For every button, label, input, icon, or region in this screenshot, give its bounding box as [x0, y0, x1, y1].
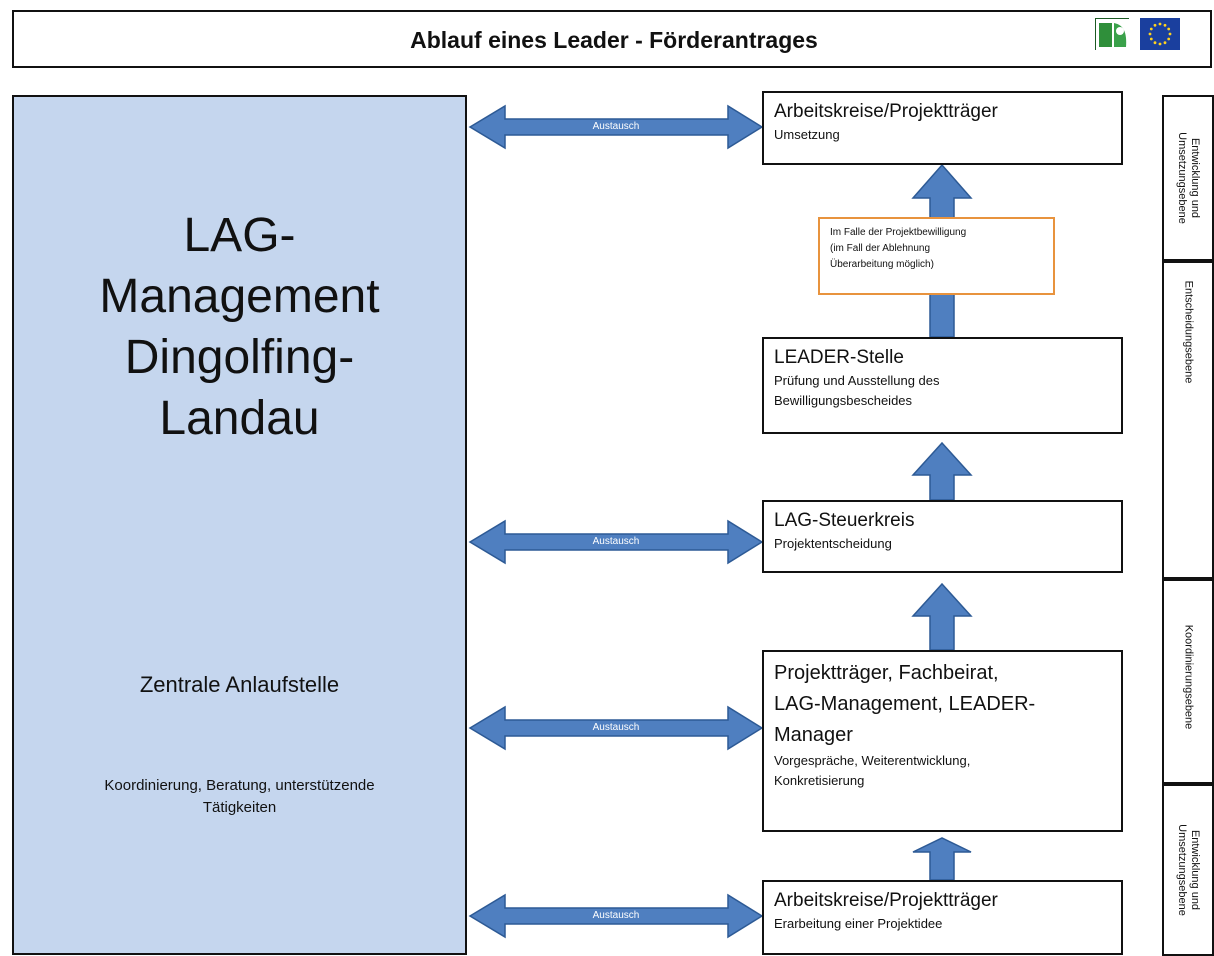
approval-note: Im Falle der Projektbewilligung (im Fall…: [818, 217, 1055, 295]
level-label-line: Entwicklung und: [1189, 137, 1201, 219]
level-label-line: Koordinierungsebene: [1182, 625, 1195, 730]
flow-up-arrow: [912, 837, 972, 881]
level-label-line: Entwicklung und: [1189, 829, 1201, 911]
note-line: Überarbeitung möglich): [830, 259, 934, 270]
box-subtitle: Erarbeitung einer Projektidee: [774, 916, 943, 931]
flow-up-arrow: [911, 441, 973, 501]
level-label-line: Entscheidungsebene: [1182, 280, 1195, 384]
level-label-line: Umsetzungsebene: [1176, 132, 1188, 224]
box-title: Arbeitskreise/Projektträger: [774, 890, 998, 911]
lag-description-line: Tätigkeiten: [202, 799, 277, 816]
box-arbeitskreise-umsetzung: Arbeitskreise/Projektträger Umsetzung: [762, 91, 1123, 165]
box-subtitle: Projektentscheidung: [774, 536, 892, 551]
exchange-label: Austausch: [592, 536, 640, 547]
level-entwicklung-umsetzung-bottom: Entwicklung und Umsetzungsebene: [1162, 784, 1214, 956]
flow-up-arrow: [911, 582, 973, 651]
note-line: Im Falle der Projektbewilligung: [830, 227, 967, 238]
page-title: Ablauf eines Leader - Förderantrages: [410, 27, 818, 53]
box-title: Arbeitskreise/Projektträger: [774, 101, 998, 122]
lag-description-line: Koordinierung, Beratung, unterstützende: [104, 777, 375, 794]
level-label: Koordinierungsebene: [1182, 625, 1195, 730]
box-subtitle: Konkretisierung: [774, 773, 865, 788]
level-entwicklung-umsetzung-top: Entwicklung und Umsetzungsebene: [1162, 95, 1214, 261]
box-leader-stelle: LEADER-Stelle Prüfung und Ausstellung de…: [762, 337, 1123, 434]
box-projekttraeger-fachbeirat: Projektträger, Fachbeirat, LAG-Managemen…: [762, 650, 1123, 832]
lag-title-line: LAG-: [183, 209, 296, 262]
box-lag-steuerkreis: LAG-Steuerkreis Projektentscheidung: [762, 500, 1123, 573]
box-arbeitskreise-projektidee: Arbeitskreise/Projektträger Erarbeitung …: [762, 880, 1123, 955]
box-title: LAG-Management, LEADER-: [774, 693, 1036, 715]
level-entscheidung: Entscheidungsebene: [1162, 261, 1214, 579]
eu-flag-logo: [1140, 18, 1180, 50]
box-title: LEADER-Stelle: [774, 347, 904, 368]
box-title: LAG-Steuerkreis: [774, 510, 915, 531]
leader-logo: [1095, 18, 1130, 51]
lag-title-line: Dingolfing-: [124, 331, 355, 384]
level-label: Entwicklung und Umsetzungsebene: [1175, 824, 1201, 916]
box-title: Manager: [774, 724, 853, 746]
exchange-label: Austausch: [592, 910, 640, 921]
lag-title-line: Landau: [159, 392, 320, 445]
level-label: Entscheidungsebene: [1182, 281, 1195, 384]
exchange-label: Austausch: [592, 121, 640, 132]
lag-management-panel: LAG- Management Dingolfing- Landau Zentr…: [12, 95, 467, 955]
header-bar: Ablauf eines Leader - Förderantrages: [12, 10, 1212, 68]
note-line: (im Fall der Ablehnung: [830, 243, 931, 254]
box-subtitle: Vorgespräche, Weiterentwicklung,: [774, 753, 971, 768]
lag-title: LAG- Management Dingolfing- Landau: [14, 205, 465, 449]
box-title: Projektträger, Fachbeirat,: [774, 662, 999, 684]
box-subtitle: Bewilligungsbescheides: [774, 393, 913, 408]
lag-subtitle: Zentrale Anlaufstelle: [139, 672, 340, 697]
lag-title-line: Management: [99, 270, 380, 323]
level-koordinierung: Koordinierungsebene: [1162, 579, 1214, 784]
lag-description: Koordinierung, Beratung, unterstützende …: [14, 775, 465, 819]
box-subtitle: Umsetzung: [774, 127, 840, 142]
exchange-label: Austausch: [592, 722, 640, 733]
level-label-line: Umsetzungsebene: [1176, 824, 1188, 916]
box-subtitle: Prüfung und Ausstellung des: [774, 373, 940, 388]
level-label: Entwicklung und Umsetzungsebene: [1175, 132, 1201, 224]
